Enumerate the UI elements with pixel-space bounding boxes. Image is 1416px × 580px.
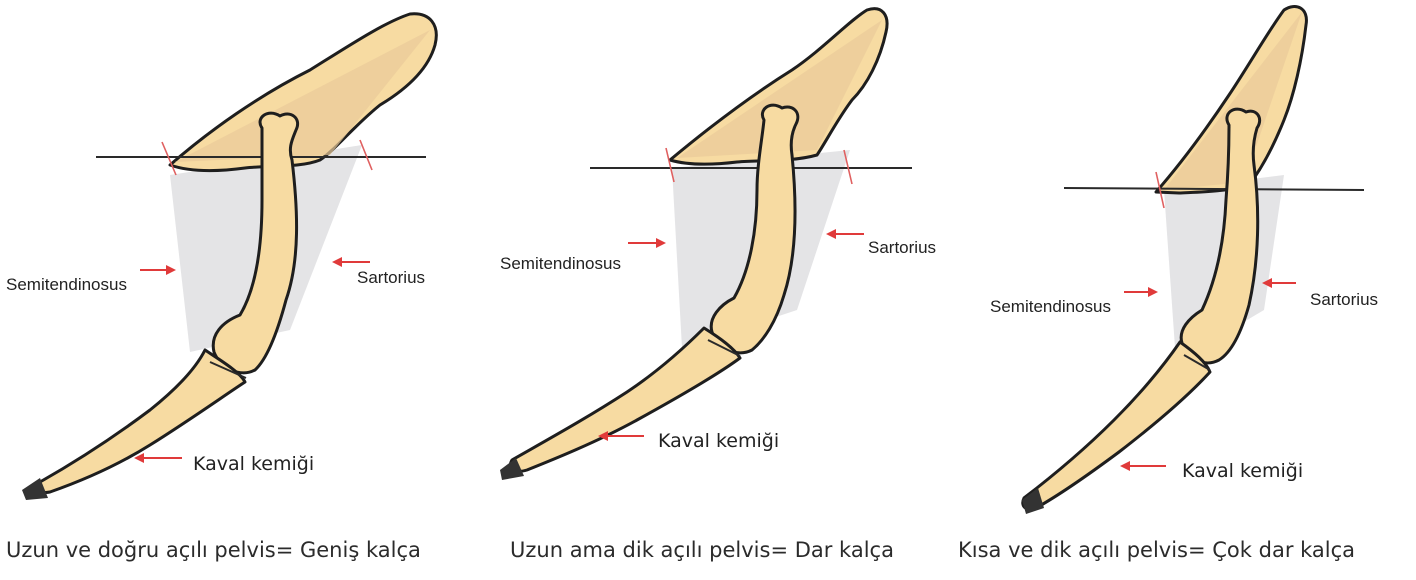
tibia-arrowhead <box>1120 461 1130 471</box>
panel-very-narrow-hip: Semitendinosus Sartorius Kaval kemiği Kı… <box>944 0 1416 580</box>
sartorius-label: Sartorius <box>868 238 936 258</box>
semitendinosus-label: Semitendinosus <box>990 297 1111 317</box>
sartorius-arrowhead <box>826 229 836 239</box>
semitendinosus-label: Semitendinosus <box>6 275 127 295</box>
caption: Uzun ama dik açılı pelvis= Dar kalça <box>510 538 894 562</box>
tibia-bone <box>1023 342 1210 509</box>
semitendinosus-arrowhead <box>166 265 176 275</box>
semitendinosus-label: Semitendinosus <box>500 254 621 274</box>
reference-line <box>1064 188 1364 190</box>
sartorius-label: Sartorius <box>1310 290 1378 310</box>
caption: Uzun ve doğru açılı pelvis= Geniş kalça <box>6 538 421 562</box>
leg-diagram-narrow <box>472 0 944 580</box>
caption: Kısa ve dik açılı pelvis= Çok dar kalça <box>958 538 1355 562</box>
tibia-label: Kaval kemiği <box>658 430 779 452</box>
semitendinosus-arrowhead <box>656 238 666 248</box>
tibia-label: Kaval kemiği <box>193 453 314 475</box>
sartorius-label: Sartorius <box>357 268 425 288</box>
tibia-label: Kaval kemiği <box>1182 460 1303 482</box>
ischium-tick <box>162 142 176 175</box>
sartorius-arrowhead <box>332 257 342 267</box>
semitendinosus-arrowhead <box>1148 287 1158 297</box>
panel-narrow-hip: Semitendinosus Sartorius Kaval kemiği Uz… <box>472 0 944 580</box>
ilium-tick <box>360 140 372 170</box>
panel-wide-hip: Semitendinosus Sartorius Kaval kemiği Uz… <box>0 0 472 580</box>
ischium-tick <box>666 148 674 182</box>
